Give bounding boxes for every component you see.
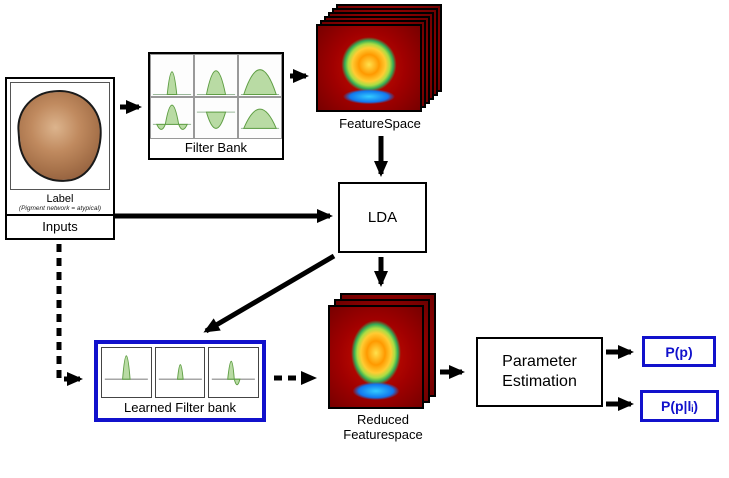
output-pp-caption: P(p) <box>665 343 693 360</box>
filter-plot <box>150 54 194 97</box>
filter-bank-node: Filter Bank <box>148 52 284 160</box>
learned-filter-bank-caption: Learned Filter bank <box>123 400 236 415</box>
filter-bank-grid <box>150 54 282 139</box>
lda-caption: LDA <box>367 209 398 226</box>
featurespace-caption: FeatureSpace <box>339 116 421 132</box>
output-ppli-node: P(p|lᵢ) <box>640 390 719 422</box>
reduced-featurespace-caption: Reduced Featurespace <box>343 412 423 442</box>
output-ppli-caption: P(p|lᵢ) <box>661 398 698 414</box>
filter-plot <box>101 347 152 398</box>
inputs-label-detail: (Pigment network = atypical) <box>18 204 102 212</box>
learned-filter-bank-node: Learned Filter bank <box>94 340 266 422</box>
featurespace-node: FeatureSpace <box>316 4 444 132</box>
filter-plot <box>238 96 282 139</box>
reduced-featurespace-node: Reduced Featurespace <box>328 293 438 443</box>
lesion-image <box>10 82 110 190</box>
filter-plot <box>194 96 238 139</box>
parameter-estimation-node: Parameter Estimation <box>476 337 603 407</box>
reduced-featurespace-heatmap <box>328 305 424 409</box>
filter-plot <box>208 347 260 398</box>
filter-plot <box>194 54 238 97</box>
inputs-label-title: Label <box>46 192 74 205</box>
filter-plot <box>154 347 206 398</box>
output-pp-node: P(p) <box>642 336 716 367</box>
featurespace-heatmap <box>316 24 422 112</box>
parameter-estimation-caption: Parameter Estimation <box>502 353 577 390</box>
inputs-divider <box>7 214 113 216</box>
arrow-dashed-inputs-to-learned-filter-bank <box>56 244 83 386</box>
filter-plot <box>150 96 194 139</box>
inputs-node: Label (Pigment network = atypical) Input… <box>5 77 115 240</box>
inputs-caption: Inputs <box>42 219 78 234</box>
skin-lesion-blob <box>14 87 106 185</box>
learned-filter-plots <box>101 347 260 398</box>
lda-node: LDA <box>338 182 427 253</box>
arrow-lda-to-learned-filter-bank <box>203 253 336 334</box>
filter-bank-caption: Filter Bank <box>184 140 248 155</box>
filter-plot <box>238 54 282 97</box>
